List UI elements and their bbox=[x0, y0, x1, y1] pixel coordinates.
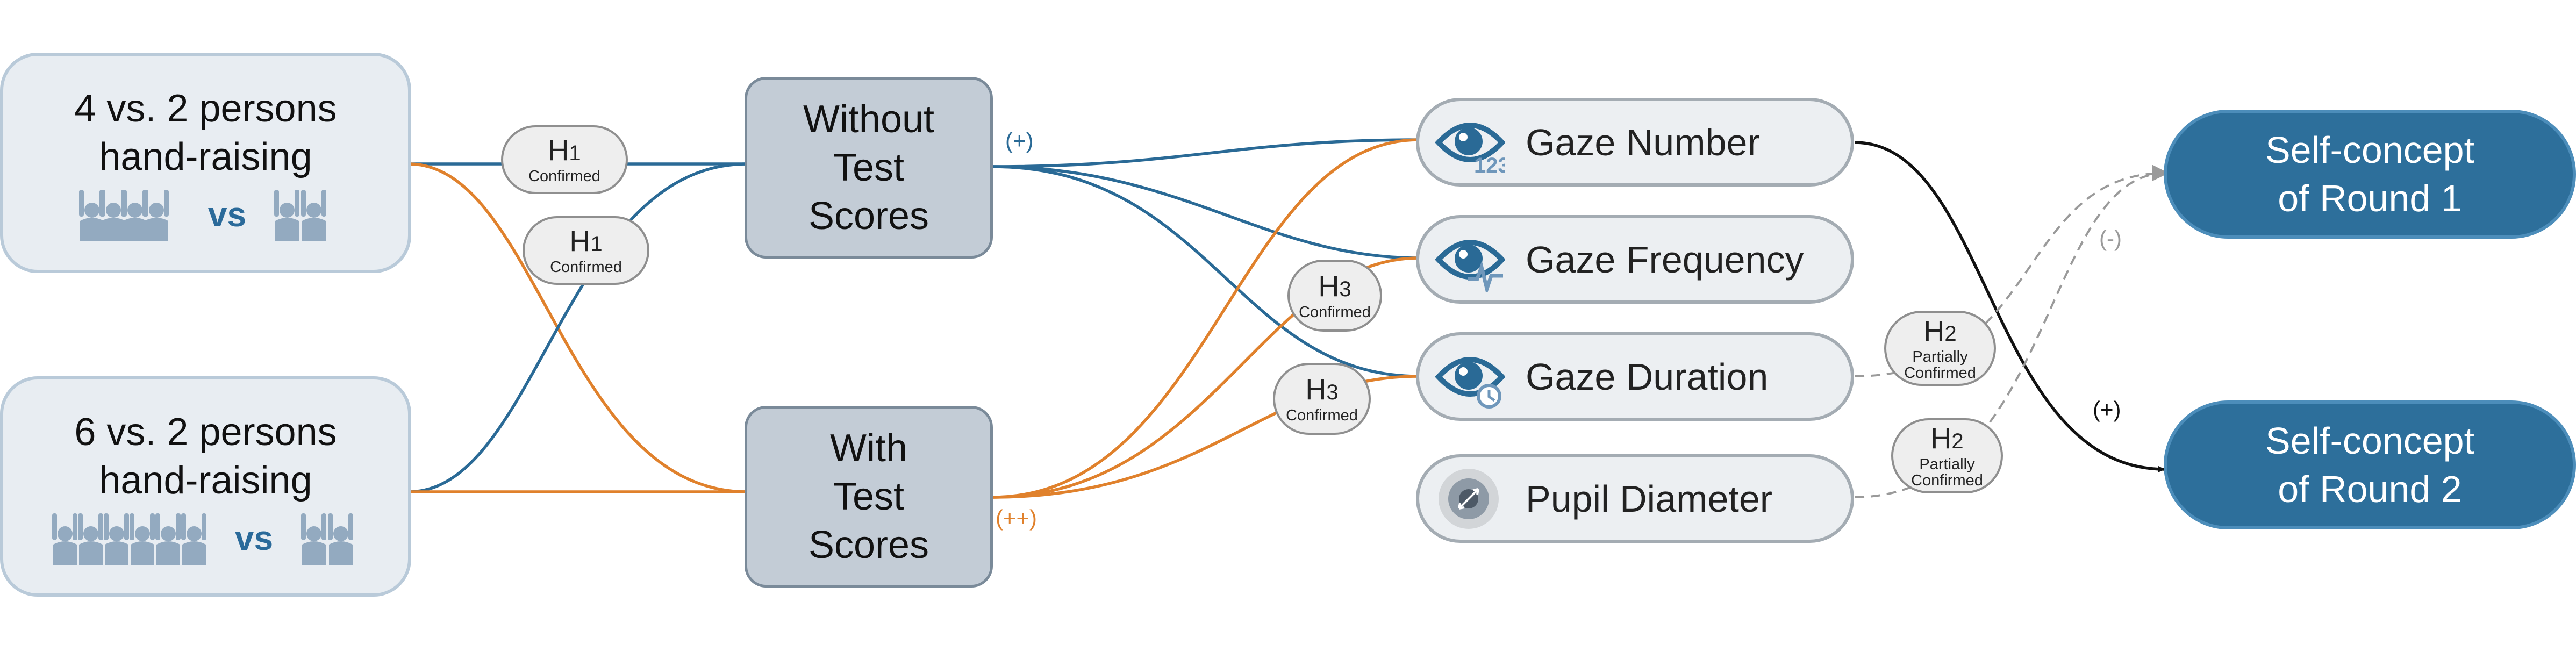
hypothesis-status-line2: Confirmed bbox=[1904, 364, 1976, 382]
feature-label: Gaze Duration bbox=[1526, 355, 1769, 398]
group-line: Scores bbox=[808, 195, 929, 238]
hypothesis-status: Confirmed bbox=[1286, 406, 1358, 424]
edge-without-frequency bbox=[991, 165, 1420, 260]
hypothesis-status: Confirmed bbox=[1299, 303, 1371, 321]
feature-label: Gaze Number bbox=[1526, 121, 1760, 163]
hypothesis-id: H3 bbox=[1305, 373, 1339, 406]
hypothesis-badge-h1: H1 Confirmed bbox=[501, 125, 628, 194]
hand-raising-group-2-icon bbox=[298, 511, 362, 565]
condition-line1: 6 vs. 2 persons bbox=[74, 411, 337, 454]
hypothesis-badge-h3: H3 Confirmed bbox=[1273, 363, 1371, 435]
feature-label: Gaze Frequency bbox=[1526, 238, 1804, 281]
hand-raising-group-4-icon bbox=[76, 188, 183, 241]
feature-label: Pupil Diameter bbox=[1526, 477, 1773, 520]
eye-123-icon: 123 bbox=[1435, 122, 1505, 175]
edge-without-duration bbox=[991, 165, 1420, 378]
edge-pupil-round1 bbox=[1854, 164, 2169, 498]
group-without-test-scores: Without Test Scores bbox=[745, 77, 993, 259]
hypothesis-id: H1 bbox=[569, 225, 603, 257]
hypothesis-badge-h1: H1 Confirmed bbox=[523, 216, 649, 285]
hypothesis-status-line1: Partially bbox=[1919, 455, 1975, 473]
vs-label: vs bbox=[234, 519, 274, 557]
edge-label-round1: (-) bbox=[2099, 226, 2122, 251]
edge-cond2-without bbox=[408, 162, 748, 493]
hand-raising-group-6-icon bbox=[49, 511, 210, 565]
hypothesis-id: H3 bbox=[1318, 270, 1351, 303]
outcome-self-concept-round-1: Self-concept of Round 1 bbox=[2164, 110, 2576, 239]
condition-line2: hand-raising bbox=[99, 135, 312, 178]
hypothesis-badge-h3: H3 Confirmed bbox=[1287, 260, 1382, 332]
edge-label-without: (+) bbox=[1005, 128, 1034, 153]
eye-pulse-icon bbox=[1435, 239, 1505, 292]
hypothesis-status: Confirmed bbox=[528, 167, 600, 185]
group-with-test-scores: With Test Scores bbox=[745, 406, 993, 588]
outcome-line1: Self-concept bbox=[2265, 420, 2475, 462]
group-line: Test bbox=[833, 146, 905, 189]
outcome-line1: Self-concept bbox=[2265, 129, 2475, 171]
hypothesis-id: H1 bbox=[548, 134, 581, 167]
svg-text:123: 123 bbox=[1474, 154, 1505, 175]
pupil-icon bbox=[1439, 468, 1499, 529]
edge-label-round2: (+) bbox=[2093, 397, 2121, 422]
hypothesis-badge-h2: H2 Partially Confirmed bbox=[1891, 418, 2003, 493]
vs-label: vs bbox=[207, 195, 247, 234]
hypothesis-status-line2: Confirmed bbox=[1911, 471, 1983, 489]
hypothesis-badge-h2: H2 Partially Confirmed bbox=[1884, 311, 1996, 386]
group-line: Test bbox=[833, 475, 905, 518]
feature-gaze-number: 123 Gaze Number bbox=[1416, 98, 1854, 187]
edge-cond1-with bbox=[408, 162, 748, 493]
group-line: Scores bbox=[808, 524, 929, 567]
edge-label-with: (++) bbox=[996, 505, 1037, 531]
condition-6-vs-2: 6 vs. 2 persons hand-raising vs bbox=[0, 376, 411, 597]
feature-gaze-frequency: Gaze Frequency bbox=[1416, 215, 1854, 304]
eye-clock-icon bbox=[1435, 356, 1505, 409]
group-line: Without bbox=[803, 98, 935, 141]
hypothesis-id: H2 bbox=[1930, 422, 1964, 455]
outcome-self-concept-round-2: Self-concept of Round 2 bbox=[2164, 400, 2576, 529]
edge-with-number bbox=[991, 138, 1420, 499]
hypothesis-id: H2 bbox=[1923, 314, 1957, 347]
condition-4-vs-2: 4 vs. 2 persons hand-raising vs bbox=[0, 53, 411, 273]
outcome-line2: of Round 1 bbox=[2278, 177, 2462, 219]
condition-line2: hand-raising bbox=[99, 459, 312, 502]
hand-raising-group-2-icon bbox=[271, 188, 335, 241]
feature-gaze-duration: Gaze Duration bbox=[1416, 332, 1854, 421]
hypothesis-status: Confirmed bbox=[550, 258, 622, 276]
feature-pupil-diameter: Pupil Diameter bbox=[1416, 454, 1854, 543]
edge-without-number bbox=[991, 138, 1420, 168]
condition-line1: 4 vs. 2 persons bbox=[74, 87, 337, 130]
group-line: With bbox=[830, 427, 907, 470]
hypothesis-status-line1: Partially bbox=[1912, 348, 1968, 366]
outcome-line2: of Round 2 bbox=[2278, 468, 2462, 510]
edge-number-round2 bbox=[1854, 141, 2165, 472]
